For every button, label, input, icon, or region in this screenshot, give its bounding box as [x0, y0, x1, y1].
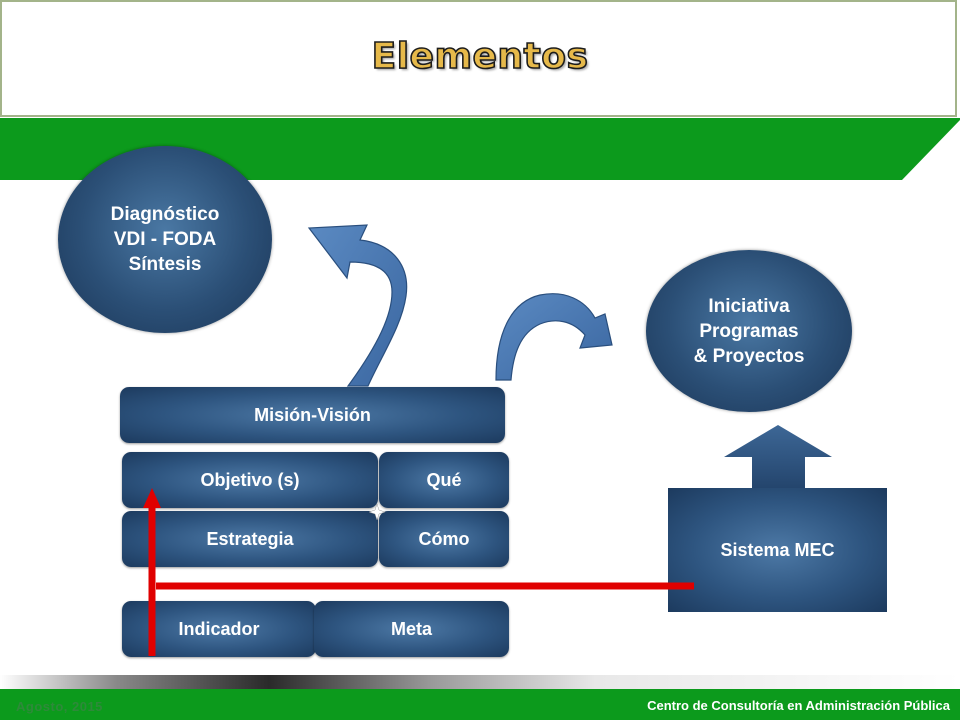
node-diagnostico: Diagnóstico VDI - FODA Síntesis	[58, 146, 272, 333]
footer-organization: Centro de Consultoría en Administración …	[647, 698, 950, 713]
node-diagnostico-line: VDI - FODA	[113, 229, 217, 250]
green-header-band	[0, 118, 960, 180]
up-arrow-to-iniciativa	[724, 425, 832, 488]
node-iniciativa: Iniciativa Programas & Proyectos	[646, 250, 852, 412]
sparkle-icon	[368, 503, 386, 521]
node-mision-vision: Misión-Visión	[120, 387, 505, 443]
node-diagnostico-line: Síntesis	[128, 254, 202, 275]
node-iniciativa-line: & Proyectos	[693, 345, 805, 367]
node-iniciativa-line: Iniciativa	[708, 295, 790, 317]
node-meta: Meta	[314, 601, 509, 657]
footer-date: Agosto, 2015	[16, 699, 103, 714]
node-iniciativa-line: Programas	[699, 320, 799, 342]
slide-title: Elementos	[371, 35, 589, 78]
node-sistema-mec: Sistema MEC	[668, 488, 887, 612]
node-objetivo: Objetivo (s)	[122, 452, 378, 508]
curved-arrow-to-diagnostico	[307, 224, 408, 387]
red-feedback-arrow	[143, 488, 694, 656]
title-box	[0, 0, 957, 117]
curved-arrow-to-iniciativa	[495, 293, 613, 381]
node-diagnostico-line: Diagnóstico	[110, 204, 220, 225]
node-que: Qué	[379, 452, 509, 508]
footer-bar: Agosto, 2015 Centro de Consultoría en Ad…	[0, 689, 960, 720]
node-como: Cómo	[379, 511, 509, 567]
footer-stripe	[0, 675, 960, 689]
node-estrategia: Estrategia	[122, 511, 378, 567]
